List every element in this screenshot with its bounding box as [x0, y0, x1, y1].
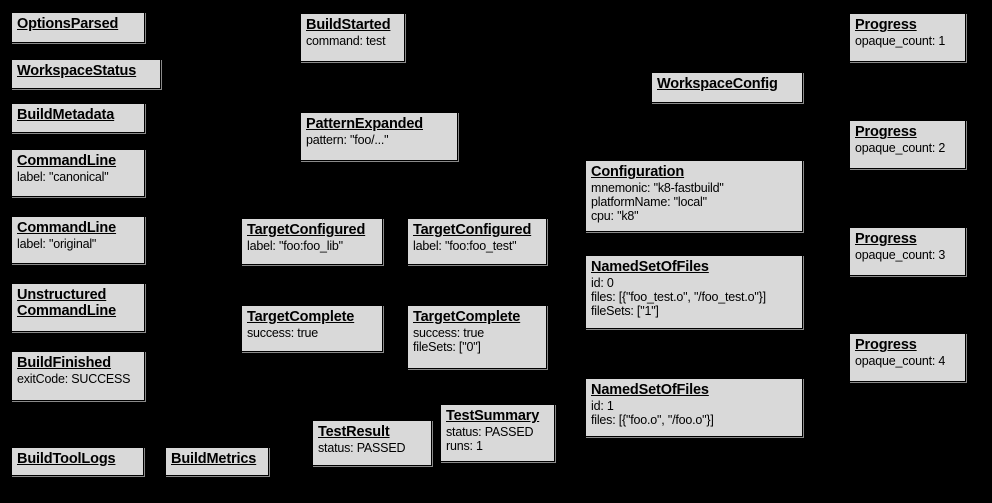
event-node-title: BuildMetadata — [17, 107, 115, 123]
event-node-attributes: success: true — [247, 326, 377, 340]
event-node-title: TargetConfigured — [413, 222, 532, 238]
event-node-title: Progress — [855, 231, 917, 247]
event-node-title: BuildFinished — [17, 355, 111, 371]
event-node-title: TargetConfigured — [247, 222, 366, 238]
event-node-attributes: label: "canonical" — [17, 170, 139, 184]
event-node-title: Configuration — [591, 164, 685, 180]
event-node-attribute: cpu: "k8" — [591, 209, 639, 224]
event-node-attribute: mnemonic: "k8-fastbuild" — [591, 181, 724, 196]
event-node-title: TestSummary — [446, 408, 540, 424]
event-node-attribute: status: PASSED — [318, 441, 406, 456]
event-node-title: OptionsParsed — [17, 16, 119, 32]
event-node-options-parsed[interactable]: OptionsParsed — [11, 12, 145, 43]
event-node-attribute: pattern: "foo/..." — [306, 133, 389, 148]
event-node-title: Unstructured CommandLine — [17, 287, 117, 320]
event-node-attribute: label: "canonical" — [17, 170, 109, 185]
event-node-title: WorkspaceStatus — [17, 63, 137, 79]
event-node-attribute: success: true — [413, 326, 485, 341]
event-node-attributes: opaque_count: 2 — [855, 141, 960, 155]
event-node-workspace-status[interactable]: WorkspaceStatus — [11, 59, 161, 89]
event-node-build-tool-logs[interactable]: BuildToolLogs — [11, 447, 144, 476]
event-node-attribute: command: test — [306, 34, 386, 49]
event-node-title: PatternExpanded — [306, 116, 423, 132]
event-node-build-metrics[interactable]: BuildMetrics — [165, 447, 269, 476]
event-node-attributes: opaque_count: 4 — [855, 354, 960, 368]
event-node-title: CommandLine — [17, 153, 117, 169]
event-node-title: NamedSetOfFiles — [591, 259, 709, 275]
event-node-title: BuildToolLogs — [17, 451, 116, 467]
event-node-title: Progress — [855, 17, 917, 33]
event-node-attribute: label: "foo:foo_test" — [413, 239, 517, 254]
event-node-attribute: fileSets: ["1"] — [591, 304, 659, 319]
event-node-attributes: mnemonic: "k8-fastbuild"platformName: "l… — [591, 181, 797, 223]
event-node-title: TargetComplete — [413, 309, 521, 325]
event-node-title: BuildMetrics — [171, 451, 257, 467]
event-node-attributes: exitCode: SUCCESS — [17, 372, 139, 386]
event-node-attribute: files: [{"foo_test.o", "/foo_test.o"}] — [591, 290, 766, 305]
event-node-unstructured-command-line[interactable]: Unstructured CommandLine — [11, 283, 145, 332]
event-node-attributes: opaque_count: 1 — [855, 34, 960, 48]
event-node-attributes: command: test — [306, 34, 399, 48]
event-node-title: CommandLine — [17, 220, 117, 236]
event-node-attribute: id: 1 — [591, 399, 614, 414]
event-node-title: Progress — [855, 124, 917, 140]
event-node-attribute: status: PASSED — [446, 425, 534, 440]
event-node-attribute: fileSets: ["0"] — [413, 340, 481, 355]
event-node-title: Progress — [855, 337, 917, 353]
event-node-workspace-config[interactable]: WorkspaceConfig — [651, 72, 803, 103]
event-node-attribute: opaque_count: 1 — [855, 34, 946, 49]
event-node-attribute: id: 0 — [591, 276, 614, 291]
event-node-attribute: exitCode: SUCCESS — [17, 372, 131, 387]
event-node-attributes: label: "original" — [17, 237, 139, 251]
event-node-attribute: opaque_count: 2 — [855, 141, 946, 156]
event-node-attribute: success: true — [247, 326, 319, 341]
event-node-attribute: opaque_count: 3 — [855, 248, 946, 263]
event-node-attribute: runs: 1 — [446, 439, 483, 454]
event-node-attributes: opaque_count: 3 — [855, 248, 960, 262]
event-node-attributes: label: "foo:foo_test" — [413, 239, 541, 253]
event-node-attributes: label: "foo:foo_lib" — [247, 239, 377, 253]
event-node-build-metadata[interactable]: BuildMetadata — [11, 103, 145, 133]
event-node-title: TestResult — [318, 424, 390, 440]
event-node-attribute: label: "foo:foo_lib" — [247, 239, 343, 254]
event-node-attributes: status: PASSED — [318, 441, 426, 455]
event-node-attribute: files: [{"foo.o", "/foo.o"}] — [591, 413, 714, 428]
event-node-title: BuildStarted — [306, 17, 391, 33]
event-node-attribute: opaque_count: 4 — [855, 354, 946, 369]
event-node-attributes: pattern: "foo/..." — [306, 133, 452, 147]
event-node-title: NamedSetOfFiles — [591, 382, 709, 398]
event-node-attribute: label: "original" — [17, 237, 97, 252]
event-node-attribute: platformName: "local" — [591, 195, 707, 210]
event-node-title: TargetComplete — [247, 309, 355, 325]
event-node-title: WorkspaceConfig — [657, 76, 778, 92]
